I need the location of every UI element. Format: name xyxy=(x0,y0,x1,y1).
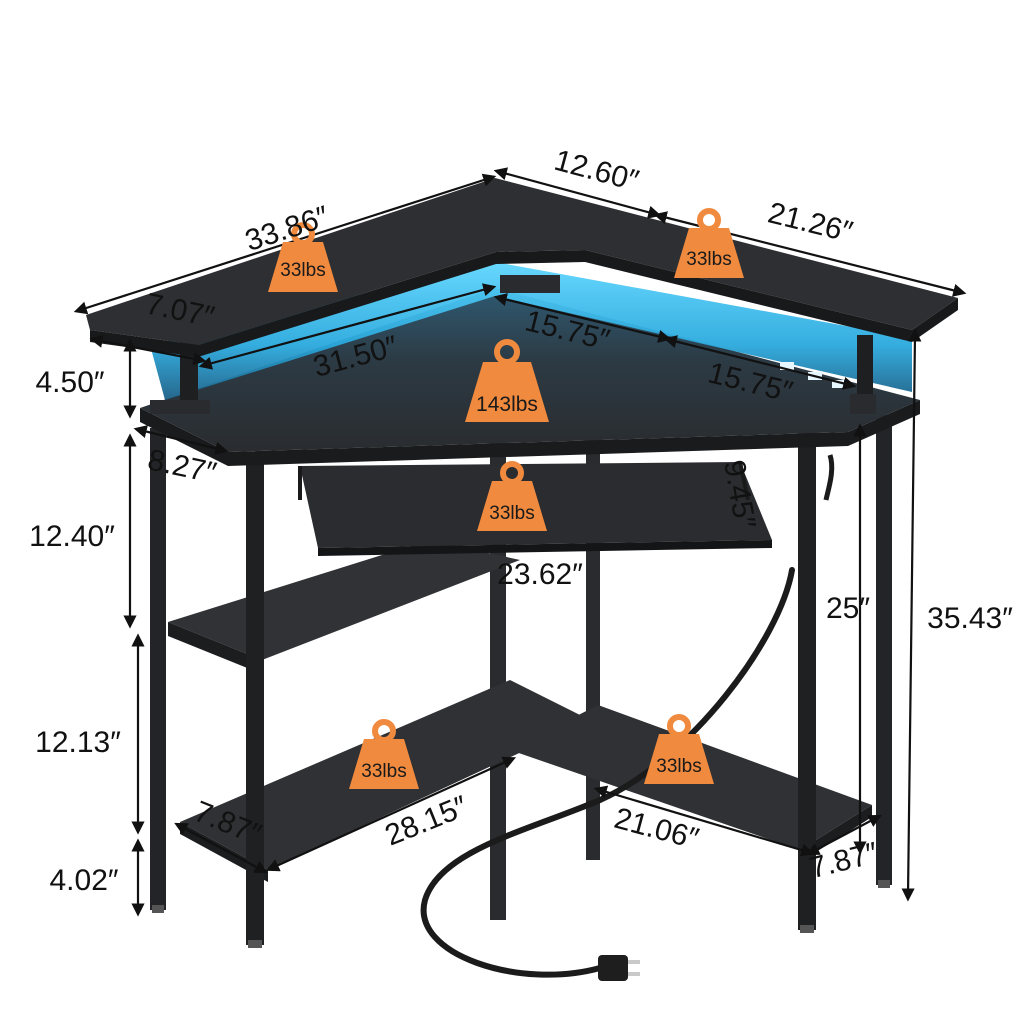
weight-bottom-left: 33lbs xyxy=(361,761,406,782)
dim-top-right-length: 21.26″ xyxy=(765,196,856,249)
foot xyxy=(248,940,262,948)
dim-total-height: 35.43″ xyxy=(927,602,1013,635)
power-cord-upper xyxy=(823,454,835,501)
weight-icons: 33lbs 33lbs 143lbs 33lbs 33lbs 33lbs xyxy=(268,208,744,789)
dim-keyboard-width: 23.62″ xyxy=(497,558,583,591)
dim-lower-shelf-gap: 12.13″ xyxy=(35,726,121,759)
weight-keyboard-tray: 33lbs xyxy=(489,503,534,524)
front-leg-far-right xyxy=(876,415,892,885)
dim-desk-height-under: 25″ xyxy=(826,592,870,625)
weight-icon: 33lbs xyxy=(674,208,744,278)
dim-upper-shelf-gap: 12.40″ xyxy=(29,520,115,553)
dim-floor-clearance: 4.02″ xyxy=(49,864,118,897)
keyboard-tray-edge xyxy=(318,540,772,556)
middle-shelf xyxy=(168,540,520,660)
foot xyxy=(800,925,814,933)
foot xyxy=(878,880,890,888)
weight-desktop: 143lbs xyxy=(476,393,538,416)
riser-support xyxy=(857,335,873,410)
desktop-front-edge xyxy=(140,400,920,466)
front-leg-mid xyxy=(246,455,264,945)
weight-icon: 33lbs xyxy=(349,719,419,789)
riser-clamp xyxy=(500,275,560,293)
weight-icon: 143lbs xyxy=(465,339,549,422)
front-leg-left xyxy=(150,428,166,910)
middle-shelf-edge xyxy=(168,622,262,674)
weight-top-right: 33lbs xyxy=(686,249,731,270)
weight-icon: 33lbs xyxy=(644,714,714,784)
plug-icon xyxy=(598,955,640,981)
dimension-lines xyxy=(73,167,967,917)
riser-clamp xyxy=(150,400,210,414)
dim-riser-height: 4.50″ xyxy=(35,366,104,399)
weight-bottom-right: 33lbs xyxy=(656,756,701,777)
riser-clamp xyxy=(850,394,876,414)
foot xyxy=(152,905,164,913)
weight-icon: 33lbs xyxy=(477,461,547,531)
weight-top-left: 33lbs xyxy=(280,260,325,281)
tray-rail xyxy=(738,461,750,501)
weight-icon: 33lbs xyxy=(268,222,338,292)
